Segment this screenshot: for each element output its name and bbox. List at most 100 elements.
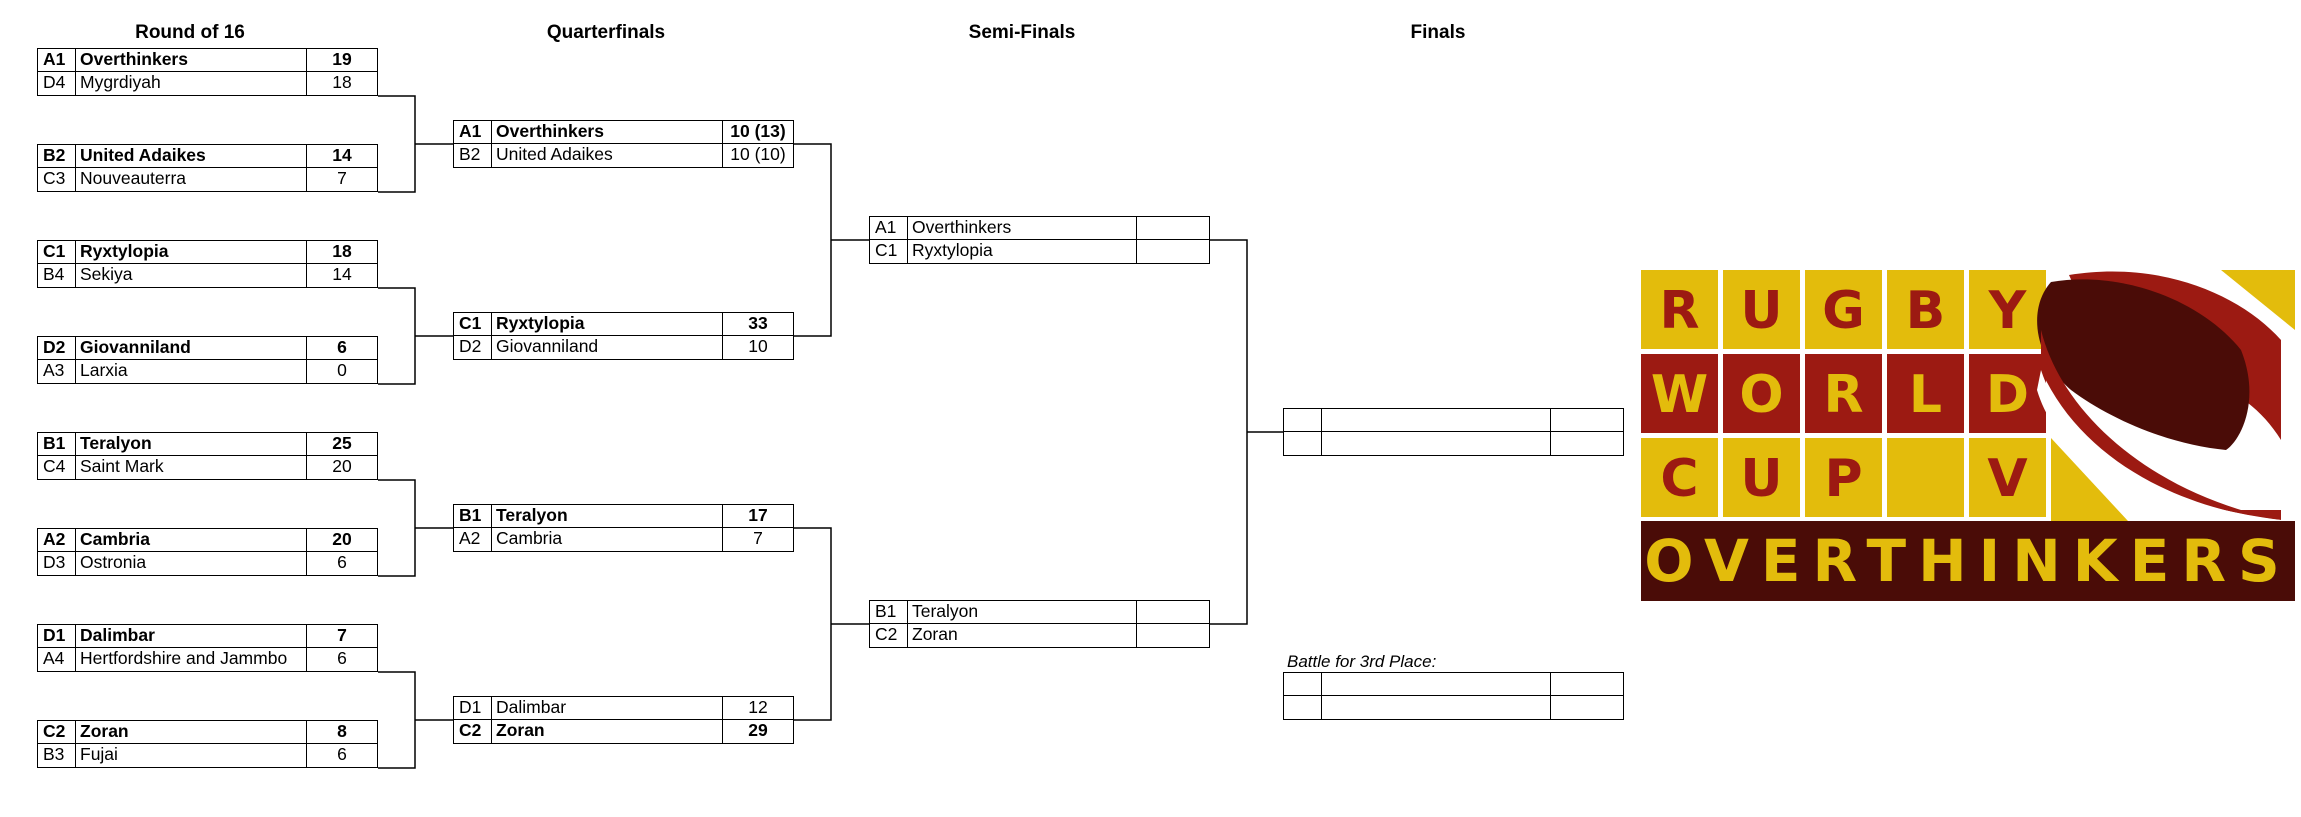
final-match [1283,408,1624,456]
team-name: Overthinkers [76,49,307,71]
team-name: Zoran [908,624,1137,647]
score: 6 [337,552,347,572]
seed-label [1284,673,1322,695]
bracket-slot [1283,432,1624,456]
team-name: Ryxtylopia [492,313,723,335]
seed-label: B2 [454,144,492,167]
score: 7 [337,625,347,645]
logo-tile [1805,438,1882,517]
team-name: Overthinkers [908,217,1137,239]
logo-tile-letter: B [1906,281,1946,341]
logo-tile-letter: U [1740,449,1782,509]
team-name: Giovanniland [76,337,307,359]
seed-label: A2 [38,529,76,551]
score: 7 [337,168,347,188]
round-title-r16: Round of 16 [135,22,245,43]
score: 18 [332,72,352,92]
logo-tile-letter: R [1659,281,1699,341]
logo-tile [1887,438,1964,517]
team-name: Mygrdiyah [76,72,307,95]
third-place-label: Battle for 3rd Place: [1287,652,1437,671]
team-name: Larxia [76,360,307,383]
score [1137,601,1209,623]
seed-label: D1 [38,625,76,647]
round-title-qf: Quarterfinals [546,22,666,43]
seed-label: D4 [38,72,76,95]
bracket-slot [1283,672,1624,696]
team-name: Ryxtylopia [908,240,1137,263]
seed-label: A1 [870,217,908,239]
seed-label: C2 [454,720,492,743]
seed-label: A2 [454,528,492,551]
team-name: Cambria [76,529,307,551]
team-name: Dalimbar [492,697,723,719]
team-name: United Adaikes [76,145,307,167]
logo-tile [1805,354,1882,433]
team-name: Zoran [76,721,307,743]
seed-label: C2 [38,721,76,743]
score: 10 [748,336,768,356]
score: 8 [337,721,347,741]
team-name [1322,696,1551,719]
logo-tile [1887,354,1964,433]
round-title-sf: Semi-Finals [968,22,1076,43]
third-place-match [1283,672,1624,720]
seed-label: C1 [38,241,76,263]
logo-tile-letter: C [1660,449,1698,509]
logo-tile-letter: P [1824,449,1862,509]
team-name: Saint Mark [76,456,307,479]
logo-tile [1641,354,1718,433]
score [1551,409,1623,431]
score [1137,624,1209,647]
bracket-slot [1283,696,1624,720]
seed-label: C1 [454,313,492,335]
logo-tile [1723,438,1800,517]
team-name: Teralyon [76,433,307,455]
logo-banner-text: OVERTHINKERS [1644,527,2292,595]
score: 10 (10) [730,144,786,164]
logo-tile-letter: V [1987,449,2027,509]
logo-tile [1641,270,1718,349]
seed-label: C4 [38,456,76,479]
score: 6 [337,337,347,357]
seed-label: D2 [454,336,492,359]
logo-tile [1969,354,2046,433]
seed-label: B1 [870,601,908,623]
logo-tile-letter: L [1909,365,1942,425]
logo-tile [1805,270,1882,349]
team-name: Ryxtylopia [76,241,307,263]
logo-tile [1723,270,1800,349]
seed-label: C2 [870,624,908,647]
logo-tile-letter: G [1822,281,1865,341]
seed-label: C3 [38,168,76,191]
logo-tile-letter: W [1651,365,1708,425]
score [1551,432,1623,455]
team-name: United Adaikes [492,144,723,167]
score: 25 [332,433,352,453]
team-name: Overthinkers [492,121,723,143]
score: 17 [748,505,768,525]
logo-tile-letter: D [1986,365,2029,425]
